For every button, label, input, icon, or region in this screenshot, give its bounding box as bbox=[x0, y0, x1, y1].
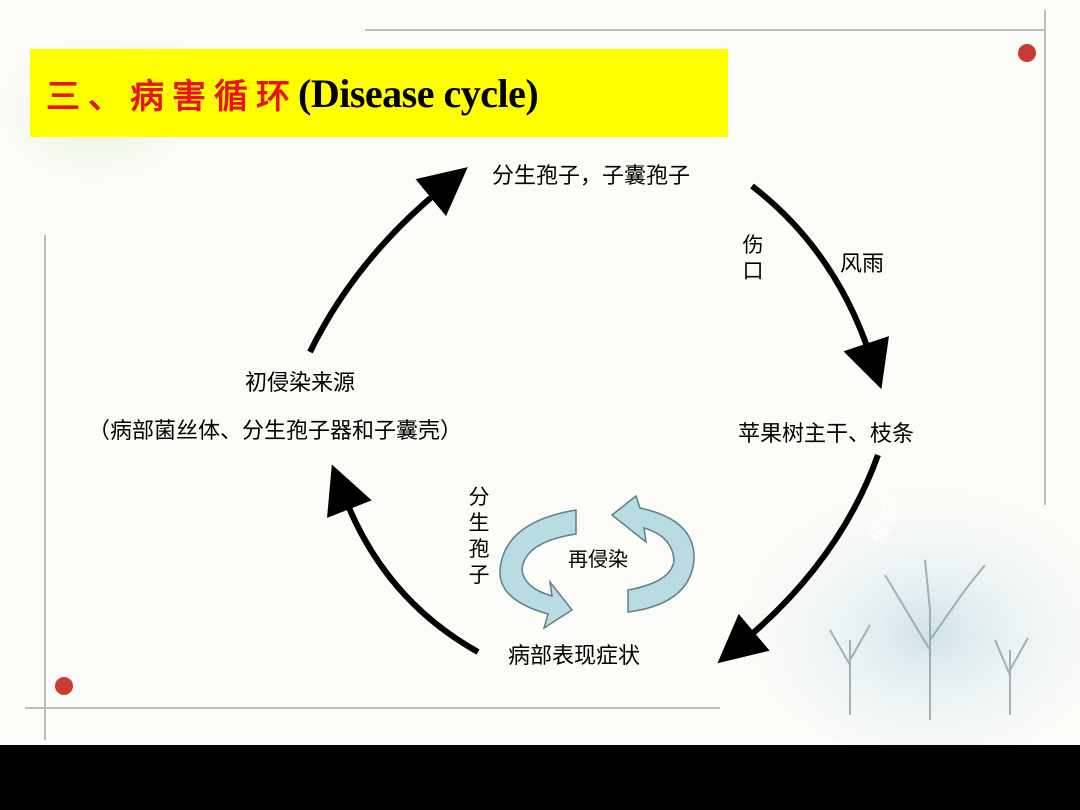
label-wound: 伤口 bbox=[742, 233, 764, 283]
cycle-arrow-left bbox=[499, 509, 577, 630]
node-source: 初侵染来源 bbox=[245, 371, 356, 396]
label-reinfection: 再侵染 bbox=[568, 547, 628, 571]
node-host: 苹果树主干、枝条 bbox=[738, 422, 915, 447]
node-source-detail: （病部菌丝体、分生孢子器和子囊壳） bbox=[88, 419, 463, 444]
arrow-source-to-spores bbox=[307, 167, 468, 354]
label-spore-vertical: 分生孢子 bbox=[468, 485, 490, 587]
node-spores: 分生孢子，子囊孢子 bbox=[492, 164, 691, 189]
arrow-symptom-to-source bbox=[327, 464, 480, 655]
red-dot-decoration bbox=[1018, 44, 1036, 62]
slide-title: 三、病害循环 (Disease cycle) bbox=[30, 49, 728, 137]
slide: 星期 三、病害循环 (Disease cycle) 分生孢子，子囊孢子 苹果树主… bbox=[0, 10, 1080, 745]
reinfection-cycle-arrows bbox=[499, 494, 695, 630]
cycle-arrow-right bbox=[610, 494, 695, 613]
title-chinese: 三、病害循环 bbox=[46, 76, 298, 117]
disease-cycle-diagram bbox=[307, 167, 889, 664]
node-symptom: 病部表现症状 bbox=[508, 644, 641, 669]
label-wind-rain: 风雨 bbox=[840, 252, 885, 277]
bottom-black-bar bbox=[0, 745, 1080, 810]
title-english: (Disease cycle) bbox=[298, 70, 539, 116]
red-dot-decoration bbox=[55, 677, 73, 695]
arrow-host-to-symptom bbox=[717, 453, 881, 664]
tree-decoration bbox=[829, 559, 1029, 720]
arrow-spores-to-host bbox=[750, 183, 889, 390]
